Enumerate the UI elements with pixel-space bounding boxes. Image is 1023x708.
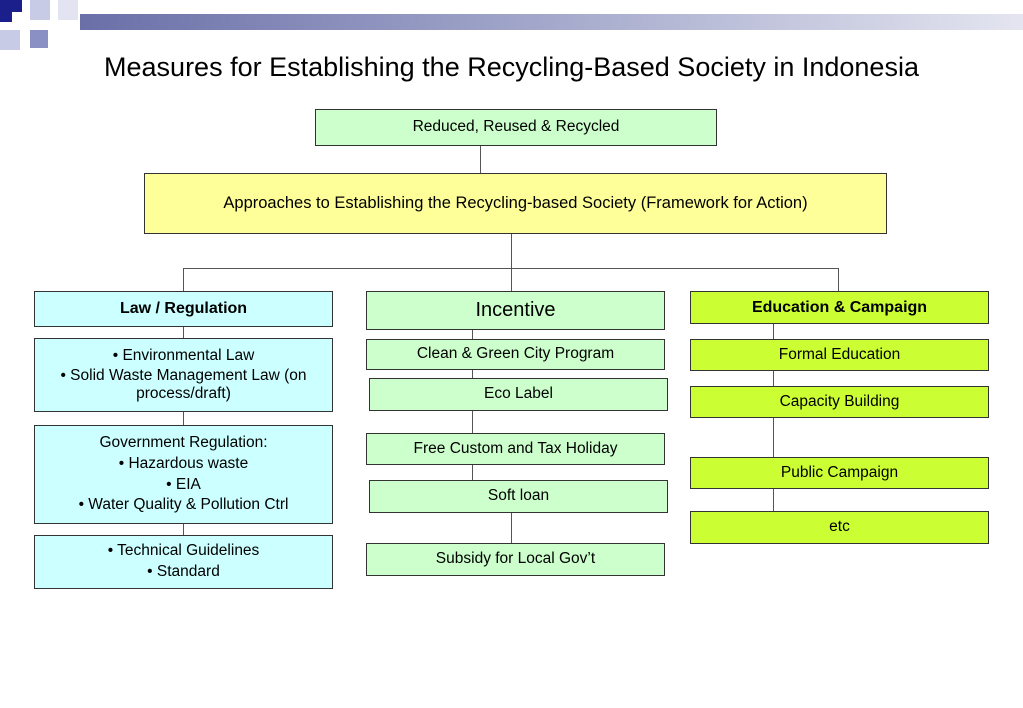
connector-line <box>511 234 512 268</box>
incentive-item-2: Eco Label <box>369 378 668 411</box>
education-campaign-header: Education & Campaign <box>690 291 989 324</box>
framework-label: Approaches to Establishing the Recycling… <box>223 194 808 213</box>
connector-line <box>773 324 774 339</box>
law-box-2: Government Regulation: • Hazardous waste… <box>34 425 333 524</box>
law-item: • EIA <box>166 475 201 493</box>
incentive-item-label: Clean & Green City Program <box>416 345 615 363</box>
incentive-item-label: Free Custom and Tax Holiday <box>413 439 618 457</box>
connector-line <box>183 412 184 425</box>
connector-line <box>838 268 839 291</box>
connector-line <box>472 411 473 433</box>
connector-line <box>773 489 774 511</box>
connector-line <box>183 268 184 291</box>
education-item-2: Capacity Building <box>690 386 989 418</box>
education-item-1: Formal Education <box>690 339 989 371</box>
rrr-label: Reduced, Reused & Recycled <box>412 118 620 136</box>
connector-line <box>472 330 473 339</box>
law-item: Government Regulation: <box>99 433 268 451</box>
law-item: • Hazardous waste <box>118 454 249 472</box>
connector-line <box>511 513 512 543</box>
title-bar-decoration <box>80 14 1023 30</box>
rrr-box: Reduced, Reused & Recycled <box>315 109 717 146</box>
education-item-label: Capacity Building <box>779 392 900 410</box>
education-item-4: etc <box>690 511 989 544</box>
connector-line <box>183 524 184 535</box>
education-item-label: Formal Education <box>778 345 901 363</box>
education-campaign-label: Education & Campaign <box>751 298 928 316</box>
incentive-item-label: Eco Label <box>484 385 553 403</box>
law-item: • Water Quality & Pollution Ctrl <box>78 496 289 514</box>
education-item-3: Public Campaign <box>690 457 989 489</box>
education-item-label: Public Campaign <box>780 463 899 481</box>
connector-line <box>511 268 512 291</box>
framework-box: Approaches to Establishing the Recycling… <box>144 173 887 234</box>
incentive-item-4: Soft loan <box>369 480 668 513</box>
connector-line <box>183 327 184 338</box>
law-regulation-header: Law / Regulation <box>34 291 333 327</box>
connector-line <box>773 418 774 457</box>
incentive-item-label: Subsidy for Local Gov’t <box>435 550 596 568</box>
incentive-header: Incentive <box>366 291 665 330</box>
incentive-item-5: Subsidy for Local Gov’t <box>366 543 665 576</box>
connector-line <box>480 146 481 173</box>
incentive-item-3: Free Custom and Tax Holiday <box>366 433 665 465</box>
connector-line <box>472 370 473 378</box>
law-item: • Standard <box>147 563 220 580</box>
law-regulation-label: Law / Regulation <box>119 300 248 318</box>
incentive-item-1: Clean & Green City Program <box>366 339 665 370</box>
law-box-1: • Environmental Law • Solid Waste Manage… <box>34 338 333 412</box>
incentive-label: Incentive <box>475 299 556 321</box>
law-box-3: • Technical Guidelines • Standard <box>34 535 333 589</box>
slide-title: Measures for Establishing the Recycling-… <box>104 52 919 82</box>
law-item: • Environmental Law <box>112 346 255 364</box>
law-item: • Technical Guidelines <box>107 542 260 560</box>
education-item-label: etc <box>829 518 850 536</box>
law-item: • Solid Waste Management Law (on process… <box>60 366 307 403</box>
incentive-item-label: Soft loan <box>487 487 550 505</box>
connector-line <box>472 465 473 480</box>
connector-line <box>773 371 774 386</box>
